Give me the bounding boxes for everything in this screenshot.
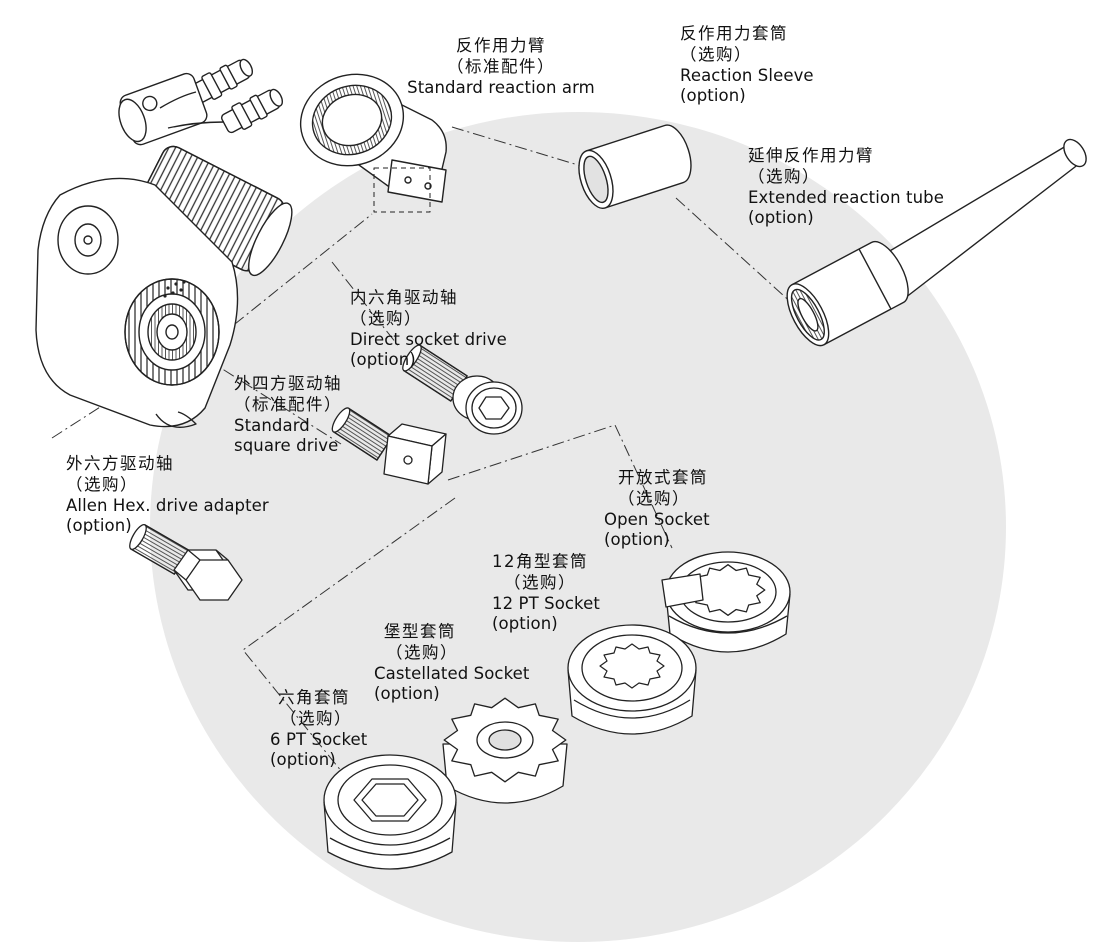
connector-wrench-to-square-drive <box>204 357 342 445</box>
label-en-line: Direct socket drive <box>350 329 507 349</box>
allen-hex-adapter-illustration <box>129 523 243 601</box>
label-zh-paren-line: （选购） <box>504 572 576 592</box>
label-allen-hex-adapter: 外六方驱动轴 （选购） Allen Hex. drive adapter (op… <box>66 454 269 537</box>
reaction-sleeve-illustration <box>578 124 692 209</box>
label-en-line: 6 PT Socket <box>270 729 368 749</box>
open-socket-illustration <box>661 551 791 653</box>
label-12pt-socket: 12角型套筒 （选购） 12 PT Socket (option) <box>492 552 600 635</box>
label-zh-line: 堡型套筒 <box>384 622 456 641</box>
label-zh-paren-line: （选购） <box>386 642 458 662</box>
label-reaction-sleeve: 反作用力套筒 （选购） Reaction Sleeve (option) <box>680 24 814 107</box>
hook <box>155 411 197 428</box>
label-zh-paren-line: （选购） <box>280 708 352 728</box>
socket-6pt-illustration <box>323 754 457 870</box>
drive-hub <box>124 278 220 386</box>
label-en-line: (option) <box>748 208 814 228</box>
label-en-line: Open Socket <box>604 509 710 529</box>
label-en-line: (option) <box>604 530 670 550</box>
label-open-socket: 开放式套筒 （选购） Open Socket (option) <box>604 468 710 551</box>
label-zh-line: 延伸反作用力臂 <box>748 146 874 165</box>
label-en-line: (option) <box>492 614 558 634</box>
castellated-socket-illustration <box>442 697 568 804</box>
extended-tube-illustration <box>786 138 1087 347</box>
label-zh-line: 外六方驱动轴 <box>66 454 174 473</box>
label-en-line: (option) <box>374 684 440 704</box>
hydraulic-wrench-illustration <box>35 58 293 428</box>
label-en-line: (option) <box>270 750 336 770</box>
vent-dots <box>163 280 186 298</box>
label-standard-reaction-arm: 反作用力臂 （标准配件） Standard reaction arm <box>398 36 604 98</box>
standard-square-drive-illustration <box>331 407 447 485</box>
swivel-block <box>118 72 208 146</box>
connector-sleeve-to-tube <box>675 197 796 307</box>
hose-coupler-icon <box>221 88 284 134</box>
label-zh-paren-line: （选购） <box>66 474 138 494</box>
label-castellated-socket: 堡型套筒 （选购） Castellated Socket (option) <box>374 622 530 705</box>
label-en-line: Castellated Socket <box>374 663 530 683</box>
connector-wrench-to-arm <box>199 213 373 353</box>
label-direct-socket-drive: 内六角驱动轴 （选购） Direct socket drive (option) <box>350 288 507 371</box>
label-en-line: (option) <box>680 86 746 106</box>
connector-to-direct-drive <box>331 261 401 349</box>
hex-socket-hole <box>478 396 510 420</box>
label-zh-line: 外四方驱动轴 <box>234 374 342 393</box>
background-circle <box>150 112 1006 942</box>
connector-lines <box>51 126 796 773</box>
label-en-line: Reaction Sleeve <box>680 65 814 85</box>
open-slot <box>661 573 704 608</box>
label-en-line: (option) <box>66 516 132 536</box>
label-en-line: Standard reaction arm <box>407 77 595 97</box>
label-zh-paren-line: （标准配件） <box>234 394 342 414</box>
label-standard-square-drive: 外四方驱动轴 （标准配件） Standard square drive <box>234 374 342 457</box>
connector-arm-to-sleeve <box>451 126 589 169</box>
hose-coupler-icon <box>191 58 254 104</box>
direct-socket-drive-illustration <box>402 344 523 435</box>
reaction-arm-illustration <box>299 73 447 213</box>
label-zh-line: 反作用力臂 <box>456 36 546 55</box>
hex-head-face <box>185 559 243 601</box>
label-zh-line: 反作用力套筒 <box>680 24 788 43</box>
label-zh-line: 内六角驱动轴 <box>350 288 458 307</box>
label-zh-paren-line: （选购） <box>680 44 752 64</box>
label-extended-tube: 延伸反作用力臂 （选购） Extended reaction tube (opt… <box>748 146 944 229</box>
label-en-line: (option) <box>350 350 416 370</box>
label-zh-line: 开放式套筒 <box>618 468 708 487</box>
label-en-line: 12 PT Socket <box>492 593 600 613</box>
label-en-line: square drive <box>234 436 339 456</box>
label-zh-line: 六角套筒 <box>278 688 350 707</box>
socket-12pt-illustration <box>567 624 697 735</box>
label-6pt-socket: 六角套筒 （选购） 6 PT Socket (option) <box>270 688 367 771</box>
label-zh-paren-line: （选购） <box>350 308 422 328</box>
connector-wrench-to-allen <box>51 401 109 439</box>
label-zh-paren-line: （标准配件） <box>447 56 555 76</box>
label-en-line: Allen Hex. drive adapter <box>66 495 269 515</box>
hidden-bracket-outline <box>373 167 431 213</box>
label-zh-paren-line: （选购） <box>618 488 690 508</box>
label-en-line: Standard <box>234 415 310 435</box>
label-zh-paren-line: （选购） <box>748 166 820 186</box>
connector-to-open-socket <box>447 424 673 549</box>
label-zh-line: 12角型套筒 <box>492 552 588 571</box>
label-en-line: Extended reaction tube <box>748 187 944 207</box>
